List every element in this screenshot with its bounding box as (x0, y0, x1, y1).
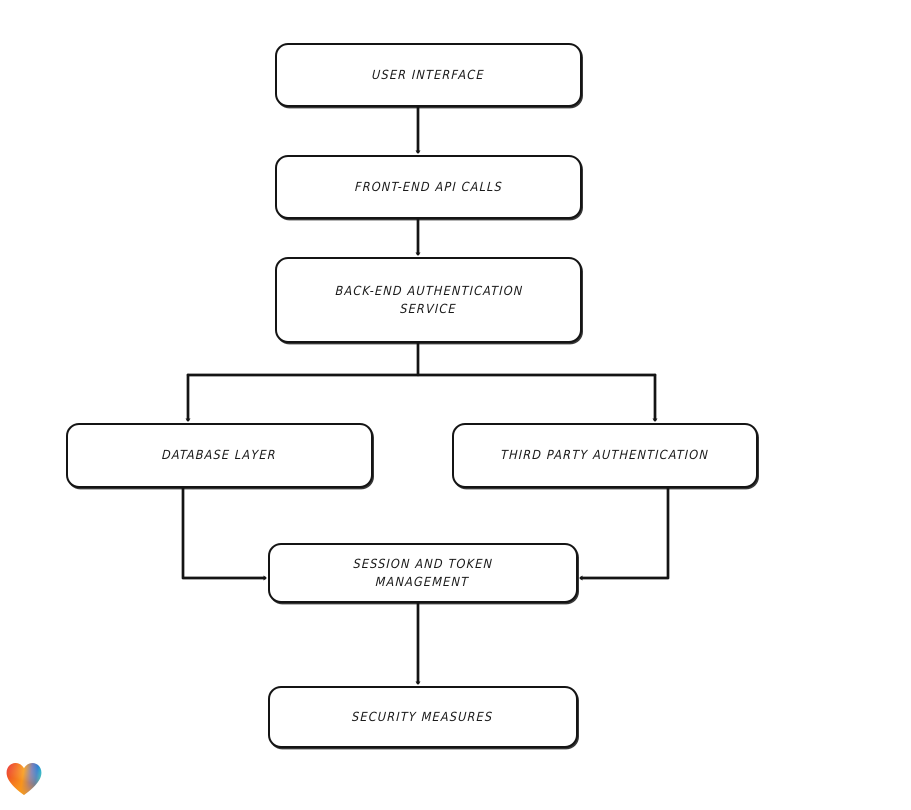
flow-node-backend-authentication-service[interactable]: Back-End Authentication Service (275, 257, 582, 343)
flow-node-label: Database Layer (161, 447, 278, 463)
heart-icon (6, 763, 42, 795)
flow-node-label: Third Party Authentication (500, 447, 710, 463)
flow-node-security-measures[interactable]: Security Measures (268, 686, 578, 748)
flow-node-frontend-api-calls[interactable]: Front-End API Calls (275, 155, 582, 219)
flow-node-database-layer[interactable]: Database Layer (66, 423, 373, 488)
flow-node-label: User Interface (371, 66, 486, 82)
flow-node-label: Back-End Authentication Service (334, 282, 524, 316)
edge-database-to-session (181, 486, 267, 578)
flow-node-label: Front-End API Calls (354, 178, 503, 194)
flow-node-label: Session and Token Management (353, 555, 494, 589)
flow-node-third-party-authentication[interactable]: Third Party Authentication (452, 423, 758, 488)
flow-node-label: Security Measures (352, 708, 495, 724)
edge-thirdparty-to-session (579, 486, 670, 578)
flow-node-session-and-token-management[interactable]: Session and Token Management (268, 543, 578, 603)
flow-node-user-interface[interactable]: User Interface (275, 43, 582, 107)
